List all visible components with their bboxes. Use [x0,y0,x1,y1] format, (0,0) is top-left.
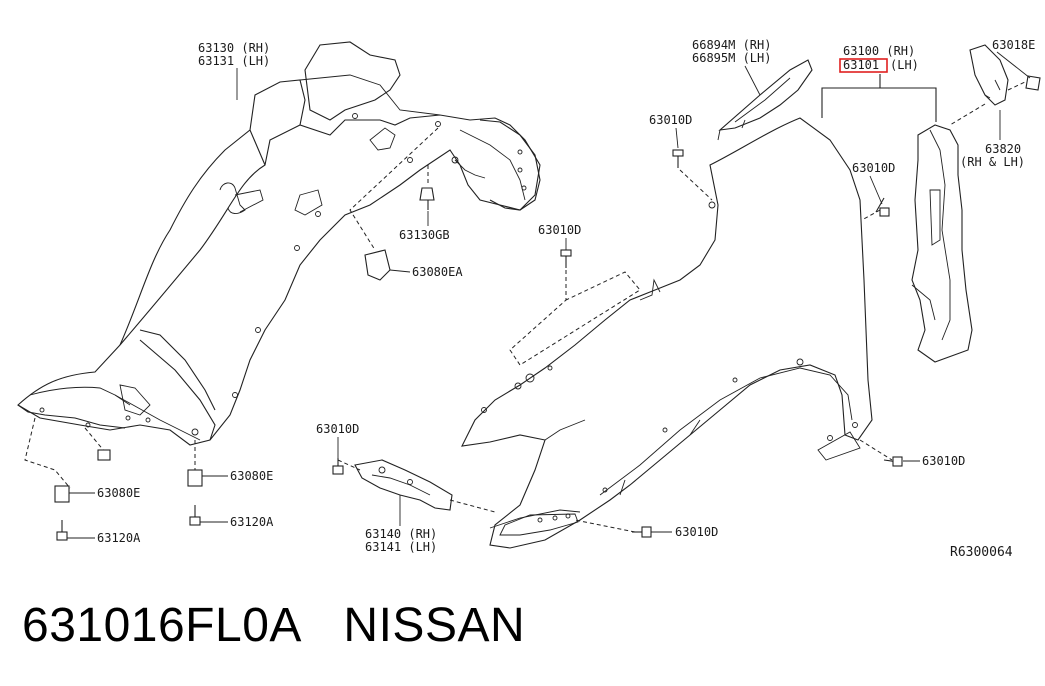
label-63130-rh: 63130 (RH) [198,41,270,55]
label-63080e-mid: 63080E [230,469,273,483]
label-63140-rh: 63140 (RH) [365,527,437,541]
splash-guard-drawing [911,124,973,363]
label-63120a-left: 63120A [97,531,141,545]
label-reference: R6300064 [950,545,1013,560]
label-66895m-lh: 66895M (LH) [692,51,771,65]
clip-hardware [54,187,435,503]
label-63010d-left: 63010D [316,422,359,436]
label-leaders [67,51,1031,539]
label-66894m-rh: 66894M (RH) [692,38,771,52]
label-63130gb: 63130GB [399,228,450,242]
highlight-box [839,58,888,73]
seal-strip-drawing [717,59,813,141]
screw-hardware [56,75,1041,541]
brand-name: NISSAN [343,599,526,652]
label-63018e: 63018E [992,38,1035,52]
label-63010d-top: 63010D [649,113,692,127]
label-63820: 63820 [985,142,1021,156]
label-63120a-mid: 63120A [230,515,274,529]
label-63100-rh: 63100 (RH) [843,44,915,58]
callout-bracket [821,74,937,122]
label-63101-lh: (LH) [890,58,919,72]
front-fender-drawing [461,117,873,549]
parts-diagram: 63130 (RH) 63131 (LH) 66894M (RH) 66895M… [17,38,1041,560]
label-63820-rh-lh: (RH & LH) [960,155,1025,169]
label-63131-lh: 63131 (LH) [198,54,270,68]
fender-liner-drawing [17,41,541,446]
label-63010d-bottom: 63010D [675,525,718,539]
part-number: 631016FL0A [22,599,302,652]
label-63010d-center: 63010D [538,223,581,237]
label-63080e-left: 63080E [97,486,140,500]
label-63080ea: 63080EA [412,265,463,279]
label-63101: 63101 [843,58,879,72]
label-63141-lh: 63141 (LH) [365,540,437,554]
label-63010d-lower-right: 63010D [922,454,965,468]
label-63010d-right: 63010D [852,161,895,175]
lower-bracket-drawing [354,459,453,511]
upper-bracket-drawing [969,44,1009,106]
part-caption: 631016FL0A NISSAN [22,598,525,653]
